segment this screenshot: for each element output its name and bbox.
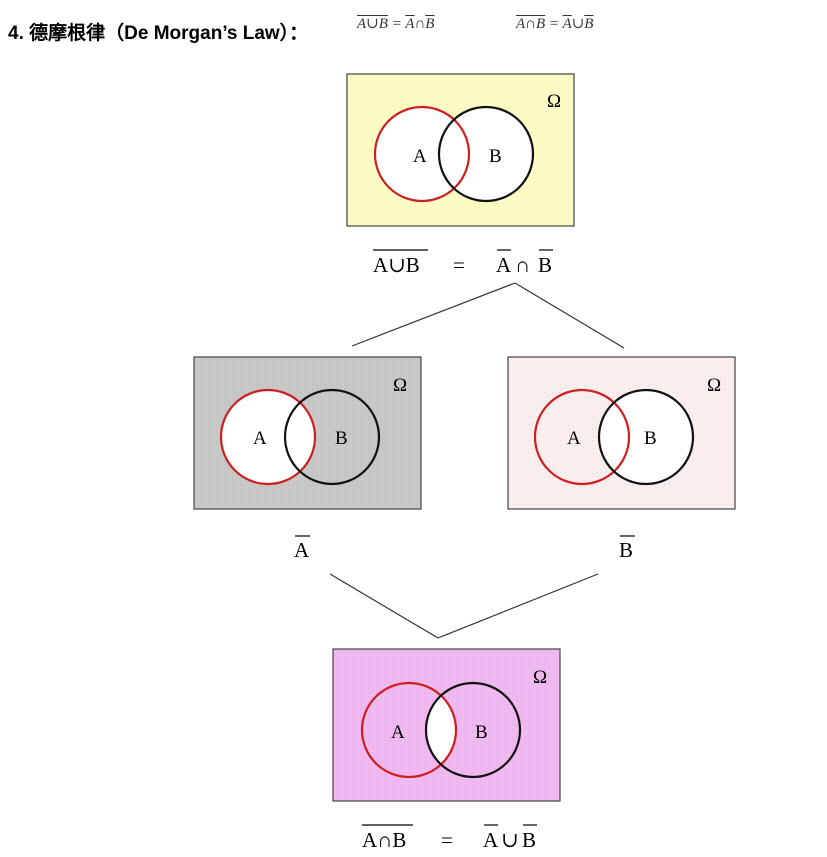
formula1-eq: = [391, 16, 402, 32]
caption-bottom-r2: B [522, 828, 536, 852]
page-heading: 4. 德摩根律（De Morgan’s Law）： [8, 18, 308, 45]
panel-left-label-a: A [253, 428, 267, 449]
panel-top-circle-b [437, 105, 535, 203]
connector-lines [329, 282, 625, 639]
caption-top: A∪B = A ∩ B [373, 249, 553, 277]
panel-bottom-omega: Ω [533, 667, 547, 688]
caption-left-text: A [294, 538, 310, 562]
heading-number: 4. [8, 23, 24, 44]
panel-top-omega: Ω [547, 91, 561, 112]
panel-right-circle-a [533, 388, 631, 486]
venn-panel-bottom: A B Ω [332, 648, 561, 802]
caption-right: B [619, 535, 635, 562]
venn-panel-right: A B Ω [507, 356, 736, 510]
panel-top-label-b: B [489, 146, 502, 167]
panel-bottom-circle-b [424, 681, 522, 779]
panel-left-label-b: B [335, 428, 348, 449]
caption-top-eq: = [453, 253, 465, 277]
panel-right-label-a: A [567, 428, 581, 449]
caption-bottom-r1: A [483, 828, 499, 852]
panel-bottom-label-a: A [391, 722, 405, 743]
venn-panel-top: A B Ω [346, 73, 575, 227]
formula2-lhs: A∩B [516, 16, 546, 32]
caption-bottom-lhs: A∩B [362, 828, 406, 852]
formula2-op: ∪ [571, 16, 585, 32]
formula1-r1: A [405, 16, 415, 32]
formula1-r2: B [425, 16, 435, 32]
heading-title: 德摩根律（De Morgan’s Law）： [29, 23, 309, 44]
panel-bottom-circle-a [360, 681, 458, 779]
panel-top-label-a: A [413, 146, 427, 167]
caption-bottom-eq: = [441, 828, 453, 852]
panel-left-circle-a [219, 388, 317, 486]
connector-top-right [514, 282, 625, 349]
panel-right-label-b: B [644, 428, 657, 449]
panel-right-circle-b [597, 388, 695, 486]
formula2-eq: = [548, 16, 560, 32]
formula1-op: ∩ [414, 16, 426, 32]
formula1-lhs: A∪B [357, 16, 388, 32]
de-morgan-formula-2: A∩B = A∪B [516, 14, 593, 33]
caption-top-r1: A [496, 253, 512, 277]
panel-left-omega: Ω [393, 375, 407, 396]
caption-top-op: ∩ [515, 253, 530, 277]
connector-left-bottom [329, 573, 439, 639]
caption-left: A [294, 535, 310, 562]
caption-bottom-op: ∪ [501, 828, 519, 852]
panel-left-circle-b [283, 388, 381, 486]
caption-top-r2: B [538, 253, 552, 277]
panel-right-omega: Ω [707, 375, 721, 396]
panel-bottom-label-b: B [475, 722, 488, 743]
panel-top-circle-a [373, 105, 471, 203]
venn-panel-left: A B Ω [193, 356, 422, 510]
caption-right-text: B [619, 538, 633, 562]
formula2-r2: B [584, 16, 594, 32]
caption-top-lhs: A∪B [373, 253, 420, 277]
connector-right-bottom [437, 573, 599, 639]
connector-top-left [351, 282, 516, 347]
de-morgan-formula-1: A∪B = A∩B [357, 14, 434, 33]
caption-bottom: A∩B = A ∪ B [362, 824, 537, 852]
formula2-r1: A [562, 16, 572, 32]
